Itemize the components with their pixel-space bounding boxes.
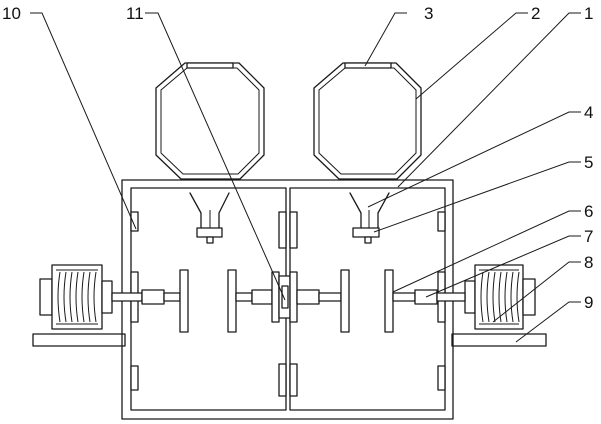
- left-hopper: [155, 62, 265, 180]
- central-coupling: [271, 271, 298, 323]
- callout-3: 3: [424, 4, 433, 23]
- callout-5: 5: [584, 153, 593, 172]
- right-feed-funnel: [349, 192, 390, 244]
- left-base-plate: [32, 333, 126, 347]
- right-shaft: [296, 269, 466, 333]
- callout-1: 1: [584, 4, 593, 23]
- callout-10: 10: [2, 4, 21, 23]
- callout-11: 11: [126, 4, 144, 23]
- right-hopper: [313, 62, 422, 180]
- left-feed-funnel: [189, 192, 230, 244]
- right-base-plate: [451, 333, 547, 347]
- callout-4: 4: [584, 103, 593, 122]
- callout-8: 8: [584, 253, 593, 272]
- right-motor: [464, 264, 536, 330]
- left-motor: [39, 264, 113, 330]
- callout-9: 9: [584, 293, 593, 312]
- left-shaft: [111, 269, 273, 333]
- callout-numbers: 10 11 3 2 1 4 5 6 7 8 9: [2, 4, 593, 312]
- callout-7: 7: [584, 227, 593, 246]
- callout-2: 2: [531, 4, 540, 23]
- callout-6: 6: [584, 202, 593, 221]
- leader-lines: [30, 12, 581, 343]
